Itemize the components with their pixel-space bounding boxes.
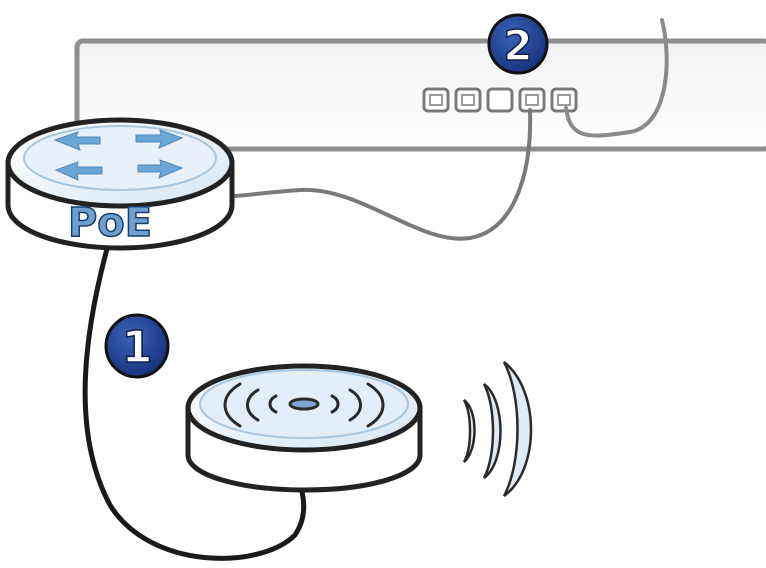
step-1-badge: 1	[106, 315, 168, 377]
wireless-access-point-icon	[188, 366, 420, 490]
step-1-number: 1	[122, 322, 153, 373]
step-2-number: 2	[503, 21, 532, 70]
poe-router-icon: PoE	[8, 120, 232, 248]
step-2-badge: 2	[489, 15, 547, 73]
switch-ports	[424, 89, 576, 111]
wifi-signal-icon	[464, 362, 531, 496]
switch-port-3[interactable]	[488, 89, 512, 111]
poe-label: PoE	[68, 200, 152, 246]
